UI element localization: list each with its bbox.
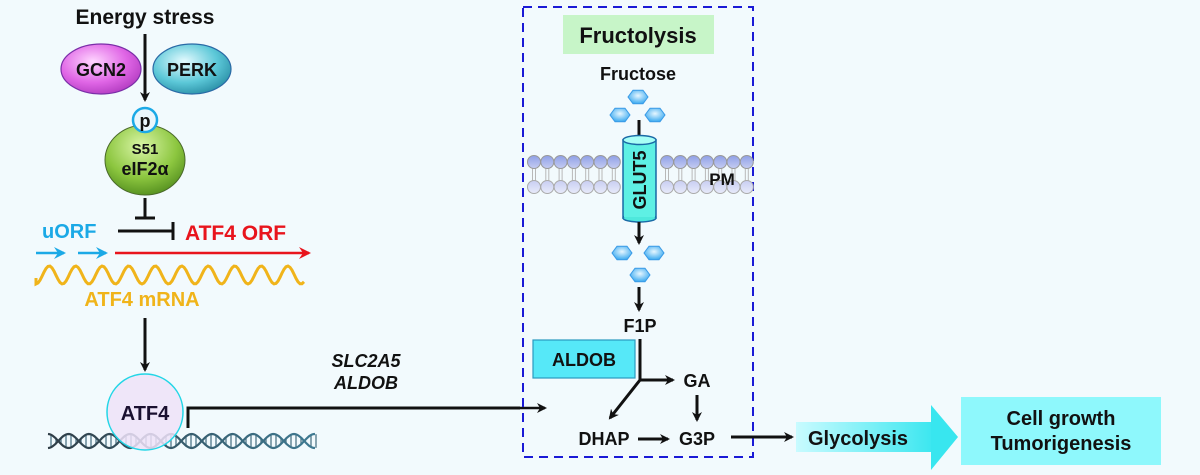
outcome-line-1: Cell growth [1007,408,1116,430]
lipid-head [553,155,568,169]
fructolysis-title: Fructolysis [579,23,696,48]
glycolysis-arrow-shape [796,405,958,470]
fructose-molecules-outside [609,89,666,123]
lipid-head [739,180,754,194]
transcription-line [186,406,520,428]
uorf-label: uORF [42,221,96,243]
dhap-label: DHAP [578,429,629,449]
phospho-badge: p [131,106,159,134]
aldob-enzyme-label: ALDOB [552,350,616,370]
lipid-head [726,155,741,169]
lipid-head [540,155,555,169]
outcome-box [961,397,1161,465]
glycolysis-label: Glycolysis [808,428,908,450]
mrna-label: ATF4 mRNA [84,289,199,311]
lipid-head [739,155,754,169]
dna-helix [47,432,317,450]
fructose-hexagon-icon [627,89,649,105]
fructolysis-box [522,6,754,458]
lipid-head [713,155,728,169]
fructolysis-title-box [563,15,714,54]
lipid-head [673,180,688,194]
plasma-membrane [527,155,754,194]
fructose-hexagon-icon [611,245,633,261]
mrna-wave [34,264,306,287]
energy-stress-label: Energy stress [76,6,215,29]
lipid-head [580,180,595,194]
fructose-hexagon-icon [629,267,651,283]
lipid-head [686,155,701,169]
lipid-head [566,180,581,194]
lipid-head [566,155,581,169]
fructose-molecules-inside [611,245,665,283]
lipid-head [593,155,608,169]
fructose-hexagon-icon [643,245,665,261]
eif2a-label: eIF2α [121,159,168,179]
to-dhap-arrow [608,379,642,420]
eif2a-site-label: S51 [132,141,159,158]
f1p-label: F1P [623,316,656,336]
lipid-head [606,155,621,169]
ga-label: GA [684,371,711,391]
lipid-head [673,155,688,169]
eif2a-node: S51 eIF2α [104,124,186,196]
eif2a-inhibition [135,198,155,220]
outcome-line-2: Tumorigenesis [991,433,1132,455]
lipid-head [660,180,674,194]
fructose-hexagon-icon [644,107,666,123]
perk-label: PERK [167,60,217,80]
phospho-label: p [140,111,151,131]
fructose-label: Fructose [600,64,676,84]
glut5-label: GLUT5 [630,150,650,209]
atf4-orf-label: ATF4 ORF [185,222,286,245]
uorf-inhibition-bar [118,222,175,240]
lipid-head [553,180,568,194]
fructose-hexagon-icon [609,107,631,123]
lipid-head [527,180,541,194]
atf4-protein-node: ATF4 [106,373,184,451]
lipid-head [660,155,674,169]
pm-label: PM [709,170,735,189]
lipid-head [580,155,595,169]
lipid-head [686,180,701,194]
lipid-head [606,180,621,194]
target-gene-slc2a5: SLC2A5 [331,351,401,371]
glut5-transporter: GLUT5 [622,134,657,223]
atf4-protein-label: ATF4 [121,403,170,425]
dna-strand [47,432,316,450]
aldob-enzyme-box [532,339,636,379]
target-gene-aldob: ALDOB [333,373,398,393]
lipid-head [540,180,555,194]
lipid-head [527,155,541,169]
lipid-head [699,155,714,169]
gcn2-node: GCN2 [60,43,142,95]
g3p-label: G3P [679,429,715,449]
gcn2-label: GCN2 [76,60,126,80]
perk-node: PERK [152,43,232,95]
lipid-head [593,180,608,194]
